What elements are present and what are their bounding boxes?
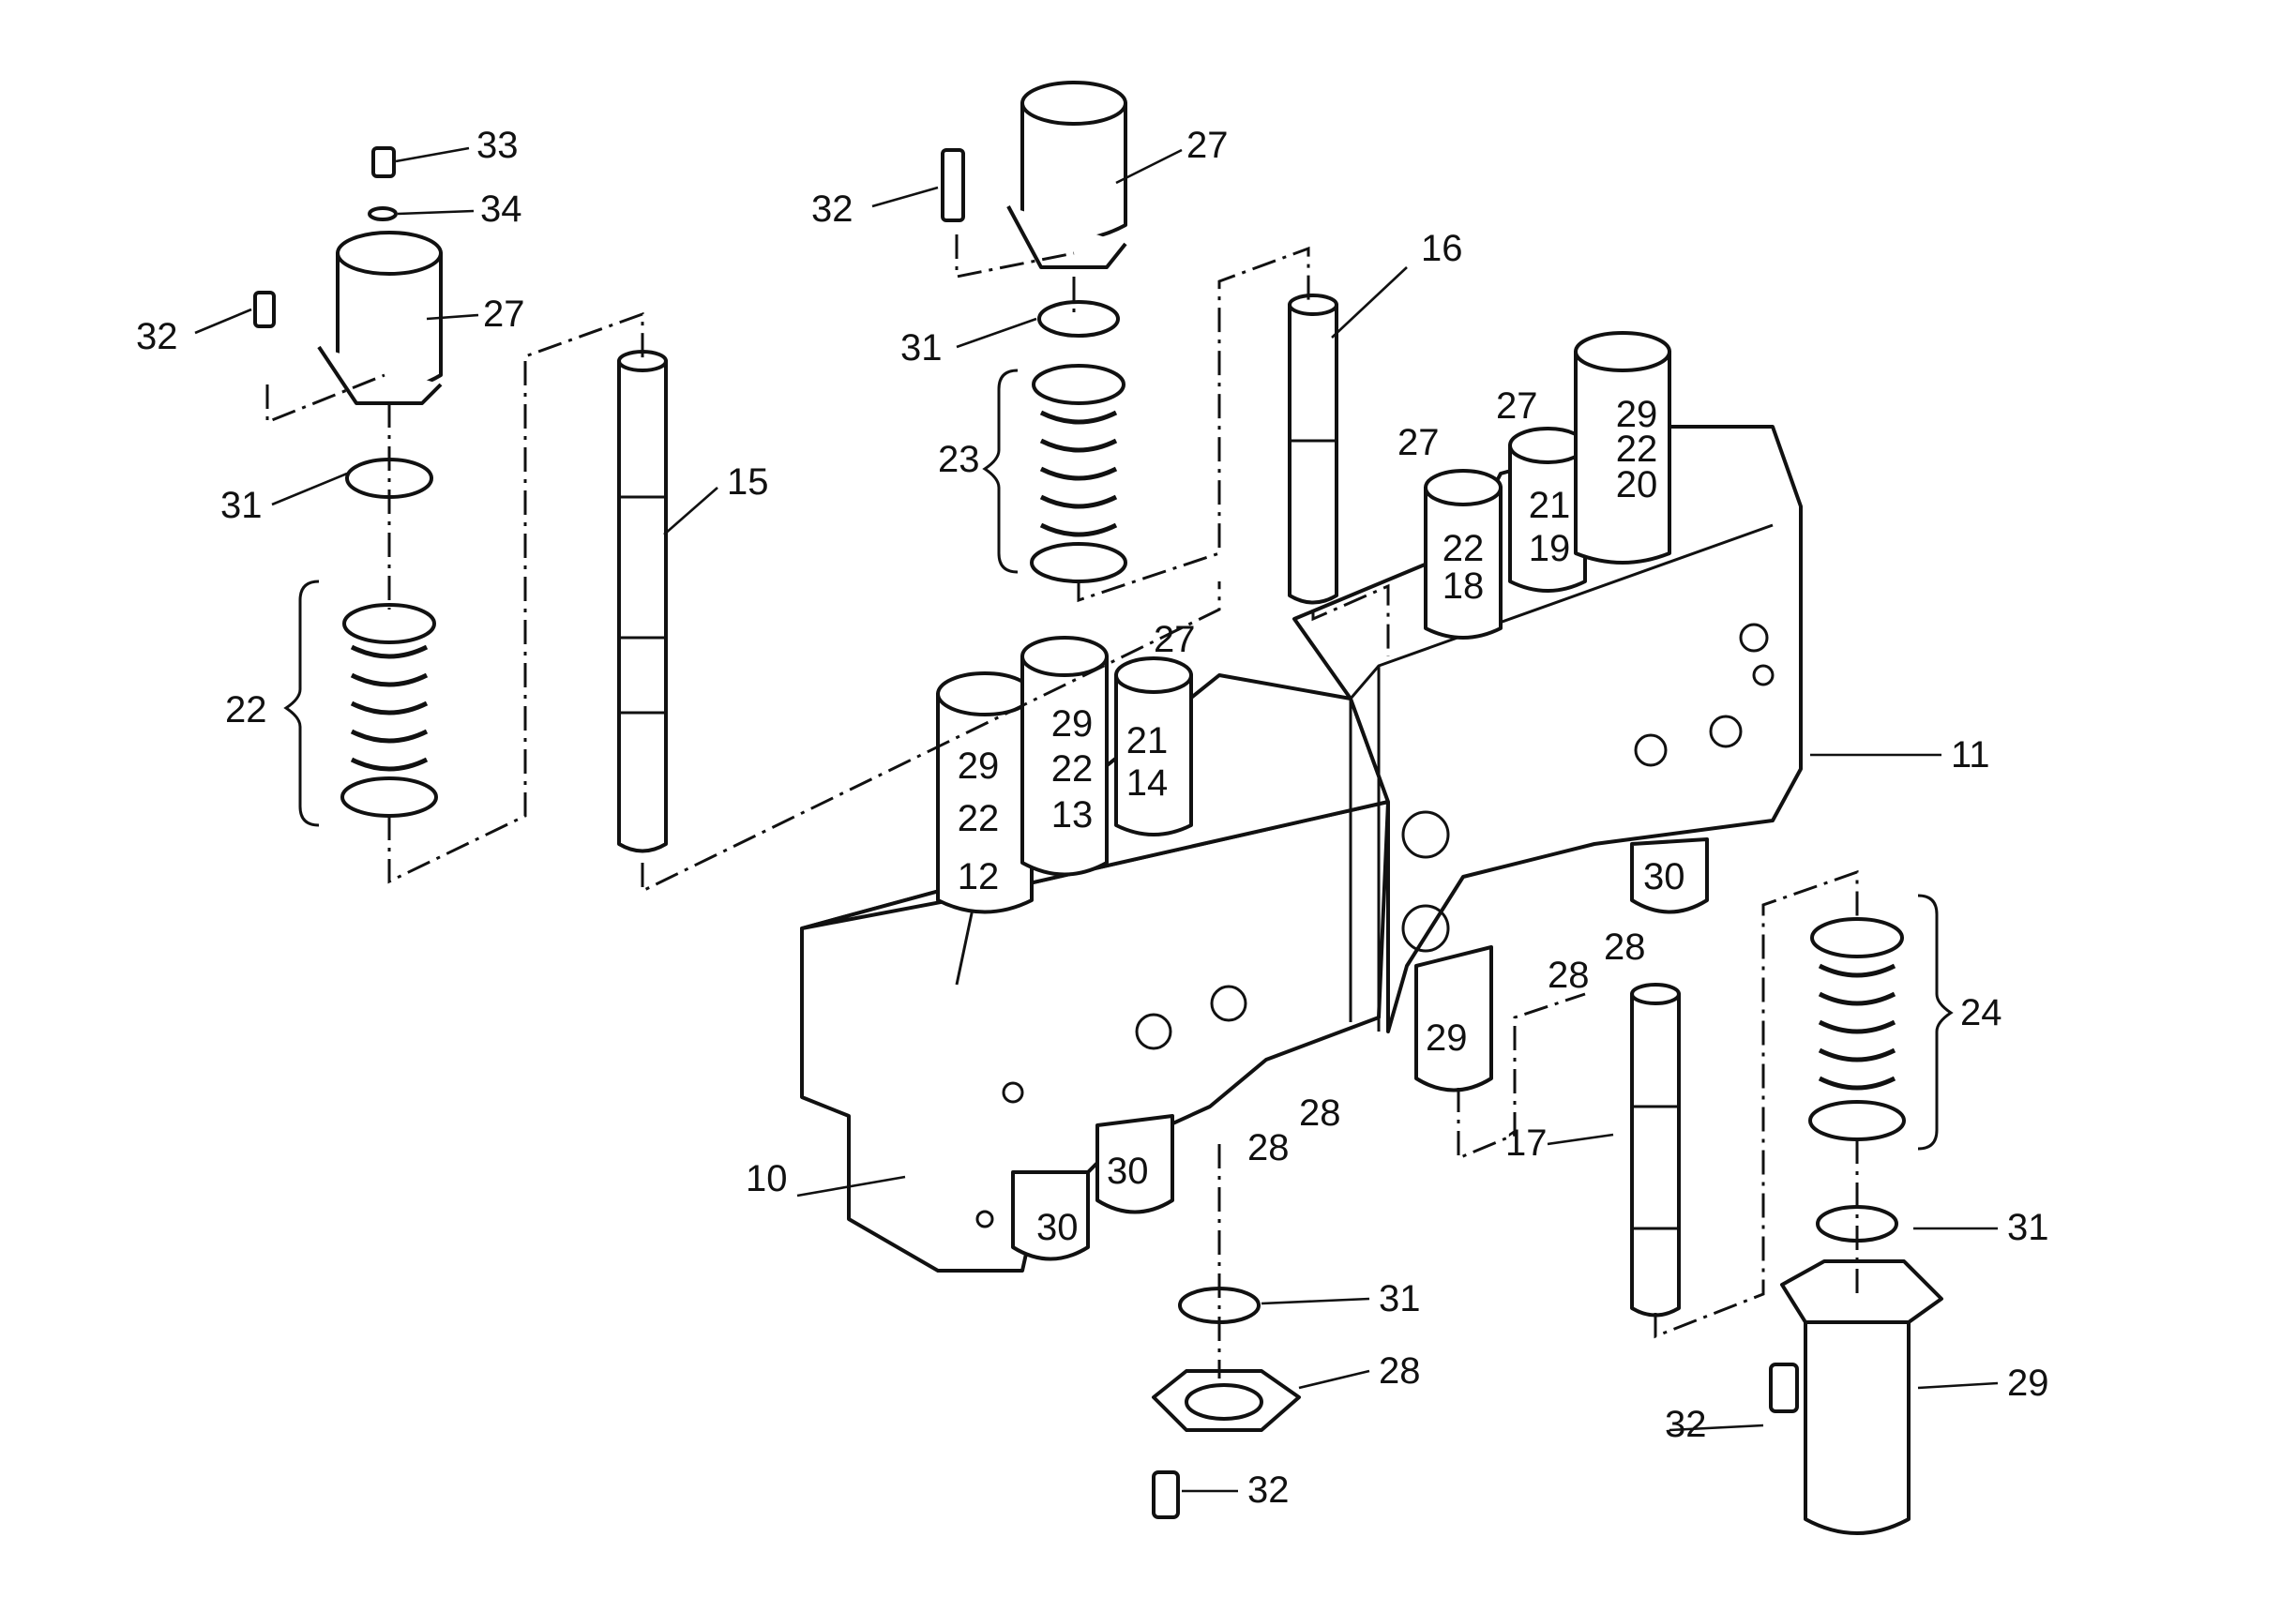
cartridge-left xyxy=(936,671,1034,914)
callout-27-back-1: 27 xyxy=(1397,422,1440,463)
cartridge-back-1 xyxy=(1424,469,1503,640)
spool-16 xyxy=(1288,294,1338,605)
screw-32-d xyxy=(1152,1470,1180,1519)
cartridge-back-2 xyxy=(1508,427,1587,593)
callout-27-back-2: 27 xyxy=(1496,385,1538,427)
callout-22-left: 22 xyxy=(225,689,267,731)
leader-lines xyxy=(194,146,1999,1493)
spool-15 xyxy=(617,350,668,853)
callout-16: 16 xyxy=(1421,228,1463,269)
cartridge-mid-label-1: 29 xyxy=(1051,703,1094,745)
callout-29-right: 29 xyxy=(2007,1363,2049,1404)
bottom-cup-30-b xyxy=(1011,1170,1090,1261)
callout-31-bottom: 31 xyxy=(1379,1278,1421,1319)
cartridge-left-label-2: 22 xyxy=(958,798,1000,839)
spring-22 xyxy=(340,603,438,818)
callout-32-left: 32 xyxy=(136,316,178,357)
callout-30-b: 30 xyxy=(1036,1207,1079,1248)
callout-32-bottom: 32 xyxy=(1247,1469,1290,1511)
cartridge-back-3-label-3: 20 xyxy=(1616,464,1658,505)
callout-28-d: 28 xyxy=(1604,927,1646,968)
brace-23 xyxy=(982,369,1019,574)
cartridge-back-2-label-1: 21 xyxy=(1529,485,1571,526)
spring-24 xyxy=(1808,917,1906,1141)
washer-34 xyxy=(368,206,398,221)
cartridge-back-3-label-2: 22 xyxy=(1616,429,1658,470)
callout-31-right: 31 xyxy=(2007,1207,2049,1248)
callout-27-center: 27 xyxy=(1186,125,1229,166)
cartridge-back-3-label-1: 29 xyxy=(1616,394,1658,435)
cartridge-mid-label-3: 13 xyxy=(1051,794,1094,836)
spool-17 xyxy=(1630,983,1681,1318)
callout-labels: 33 34 27 32 31 22 15 32 27 31 23 16 27 2… xyxy=(136,125,2049,1511)
callout-30-c: 30 xyxy=(1643,856,1685,897)
callout-34: 34 xyxy=(480,188,522,230)
cartridge-small xyxy=(1114,656,1193,836)
callout-28-e: 28 xyxy=(1379,1350,1421,1392)
cartridge-small-label-1: 21 xyxy=(1126,720,1169,761)
brace-24 xyxy=(1917,894,1954,1151)
callout-31-left: 31 xyxy=(220,485,263,526)
bottom-cup-30-a xyxy=(1095,1114,1174,1214)
callout-30-a: 30 xyxy=(1107,1151,1149,1192)
callout-24: 24 xyxy=(1960,992,2002,1033)
o-ring-31-b xyxy=(1037,300,1120,338)
cartridge-mid xyxy=(1020,636,1109,877)
callout-28-c: 28 xyxy=(1548,955,1590,996)
solenoid-cap-27-left xyxy=(317,231,443,405)
cartridge-left-label-3: 12 xyxy=(958,856,1000,897)
bottom-cup-30-c xyxy=(1630,837,1709,914)
callout-31-center: 31 xyxy=(900,327,943,369)
spring-23 xyxy=(1030,364,1127,583)
cup-29 xyxy=(1780,1259,1943,1535)
callout-32-right: 32 xyxy=(1665,1404,1707,1445)
callout-32-center: 32 xyxy=(811,188,853,230)
callout-11: 11 xyxy=(1951,734,1990,776)
cartridge-back-1-label-1: 22 xyxy=(1443,528,1485,569)
callout-33: 33 xyxy=(476,125,519,166)
callout-23: 23 xyxy=(938,439,980,480)
callout-28-a: 28 xyxy=(1299,1092,1341,1134)
callout-27-left: 27 xyxy=(483,294,525,335)
screw-32-a xyxy=(253,291,276,328)
screw-33 xyxy=(371,146,396,178)
cartridge-small-label-2: 14 xyxy=(1126,762,1169,804)
callout-10: 10 xyxy=(746,1158,788,1199)
screw-32-b xyxy=(941,148,965,222)
callout-27-front: 27 xyxy=(1154,619,1196,660)
cartridge-left-label-1: 29 xyxy=(958,746,1000,787)
flange-cup-28 xyxy=(1152,1369,1301,1432)
cartridge-back-1-label-2: 18 xyxy=(1443,565,1485,607)
callout-28-b: 28 xyxy=(1247,1127,1290,1168)
callout-17: 17 xyxy=(1505,1122,1548,1164)
cartridge-back-3 xyxy=(1574,331,1671,565)
solenoid-cap-27-center xyxy=(1006,81,1127,269)
cartridge-mid-label-2: 22 xyxy=(1051,748,1094,790)
screw-32-c xyxy=(1769,1363,1799,1413)
brace-22 xyxy=(283,580,320,827)
callout-29-bottom: 29 xyxy=(1426,1017,1468,1059)
cartridge-back-2-label-2: 19 xyxy=(1529,528,1571,569)
assembly-axes xyxy=(265,234,1859,1378)
callout-15: 15 xyxy=(727,461,769,503)
